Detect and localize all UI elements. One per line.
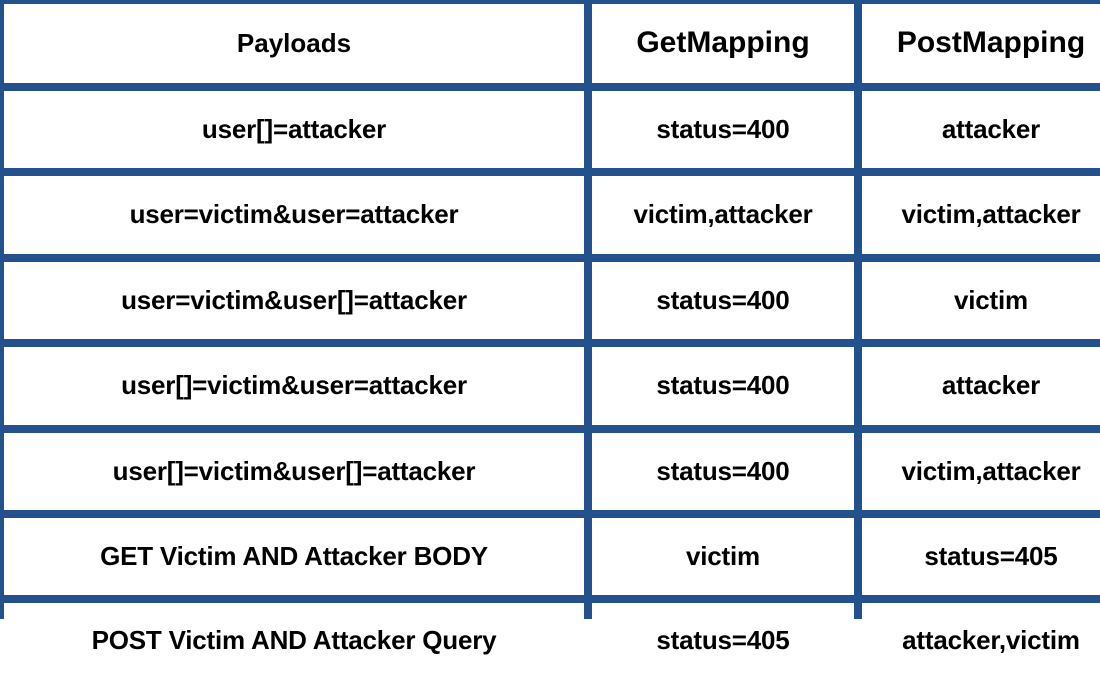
table-cell-getmapping: victim,attacker bbox=[592, 176, 854, 254]
column-header-payloads: Payloads bbox=[4, 4, 584, 83]
table-cell-payload: POST Victim AND Attacker Query bbox=[4, 603, 584, 679]
table-cell-postmapping: attacker,victim bbox=[862, 603, 1100, 679]
table-cell-getmapping: status=400 bbox=[592, 433, 854, 510]
table-cell-postmapping: victim,attacker bbox=[862, 433, 1100, 510]
table-cell-getmapping: status=400 bbox=[592, 262, 854, 339]
table-cell-postmapping: status=405 bbox=[862, 518, 1100, 595]
table-cell-payload: GET Victim AND Attacker BODY bbox=[4, 518, 584, 595]
table-cell-payload: user[]=attacker bbox=[4, 91, 584, 168]
column-header-getmapping: GetMapping bbox=[592, 4, 854, 83]
table-cell-payload: user=victim&user[]=attacker bbox=[4, 262, 584, 339]
column-header-postmapping: PostMapping bbox=[862, 4, 1100, 83]
table-cell-getmapping: victim bbox=[592, 518, 854, 595]
table-cell-payload: user[]=victim&user=attacker bbox=[4, 347, 584, 425]
table-cell-postmapping: victim bbox=[862, 262, 1100, 339]
table-cell-getmapping: status=405 bbox=[592, 603, 854, 679]
table-cell-postmapping: victim,attacker bbox=[862, 176, 1100, 254]
table-cell-postmapping: attacker bbox=[862, 91, 1100, 168]
table-cell-getmapping: status=400 bbox=[592, 91, 854, 168]
table-cell-payload: user=victim&user=attacker bbox=[4, 176, 584, 254]
table-cell-postmapping: attacker bbox=[862, 347, 1100, 425]
table-cell-getmapping: status=400 bbox=[592, 347, 854, 425]
table-cell-payload: user[]=victim&user[]=attacker bbox=[4, 433, 584, 510]
payloads-results-table: Payloads GetMapping PostMapping user[]=a… bbox=[0, 0, 1100, 655]
